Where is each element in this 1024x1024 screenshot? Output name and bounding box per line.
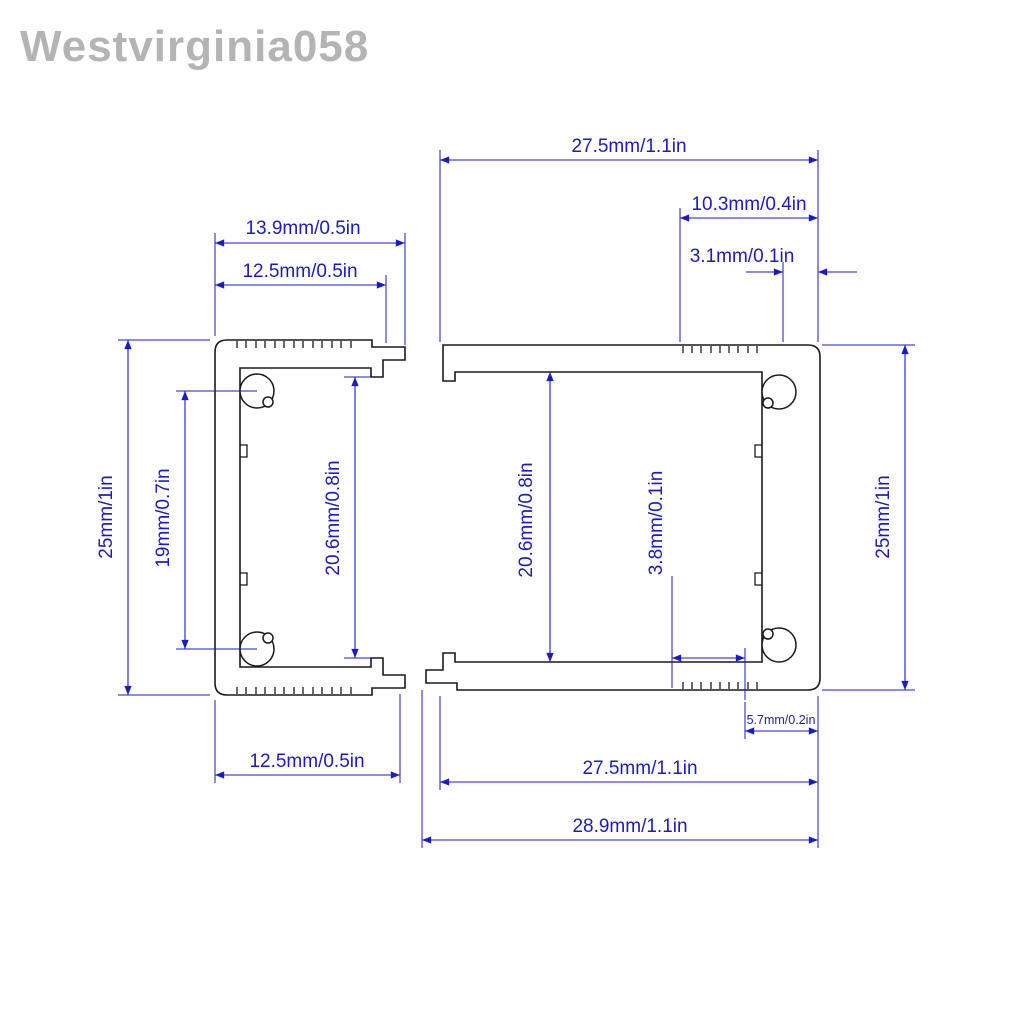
dim-label-left-bottom-width: 12.5mm/0.5in [249, 751, 364, 772]
right-top-boss-notch [762, 397, 774, 409]
dim-label-left-cavity: 20.6mm/0.8in [323, 460, 344, 575]
dim-label-left-top-width: 12.5mm/0.5in [242, 261, 357, 282]
left-profile-top-fins [236, 341, 352, 348]
dim-label-total-width: 28.9mm/1.1in [572, 816, 687, 837]
right-profile-outline [425, 344, 821, 691]
dim-label-wall-thickness: 3.1mm/0.1in [690, 246, 795, 267]
left-top-boss-notch [262, 396, 274, 408]
dimensions: 27.5mm/1.1in 10.3mm/0.4in 3.1mm/0.1in 13… [96, 136, 915, 848]
dim-label-left-outer-width: 13.9mm/0.5in [245, 218, 360, 239]
left-bottom-boss-notch [262, 632, 274, 644]
right-profile-top-fins [682, 346, 758, 353]
left-profile [214, 339, 406, 696]
right-bottom-boss-notch [762, 628, 774, 640]
left-profile-wall-keys [240, 444, 248, 586]
right-profile-bottom-fins [682, 682, 758, 689]
dim-label-left-height: 25mm/1in [96, 475, 117, 558]
dim-label-top-inset: 10.3mm/0.4in [691, 194, 806, 215]
right-profile-wall-keys [754, 444, 762, 586]
dim-label-right-bottom-width: 27.5mm/1.1in [582, 758, 697, 779]
dim-label-bottom-gap: 3.8mm/0.1in [646, 471, 667, 576]
dim-label-boss-spacing: 19mm/0.7in [153, 468, 174, 567]
left-profile-bottom-fins [236, 687, 352, 694]
left-profile-outline [214, 339, 406, 696]
dim-label-bottom-inset: 5.7mm/0.2in [747, 713, 816, 727]
dim-label-top-width: 27.5mm/1.1in [571, 136, 686, 157]
right-profile [425, 344, 821, 691]
watermark: Westvirginia058 [20, 22, 370, 71]
dim-label-right-cavity: 20.6mm/0.8in [516, 462, 537, 577]
dim-label-right-height: 25mm/1in [873, 475, 894, 558]
